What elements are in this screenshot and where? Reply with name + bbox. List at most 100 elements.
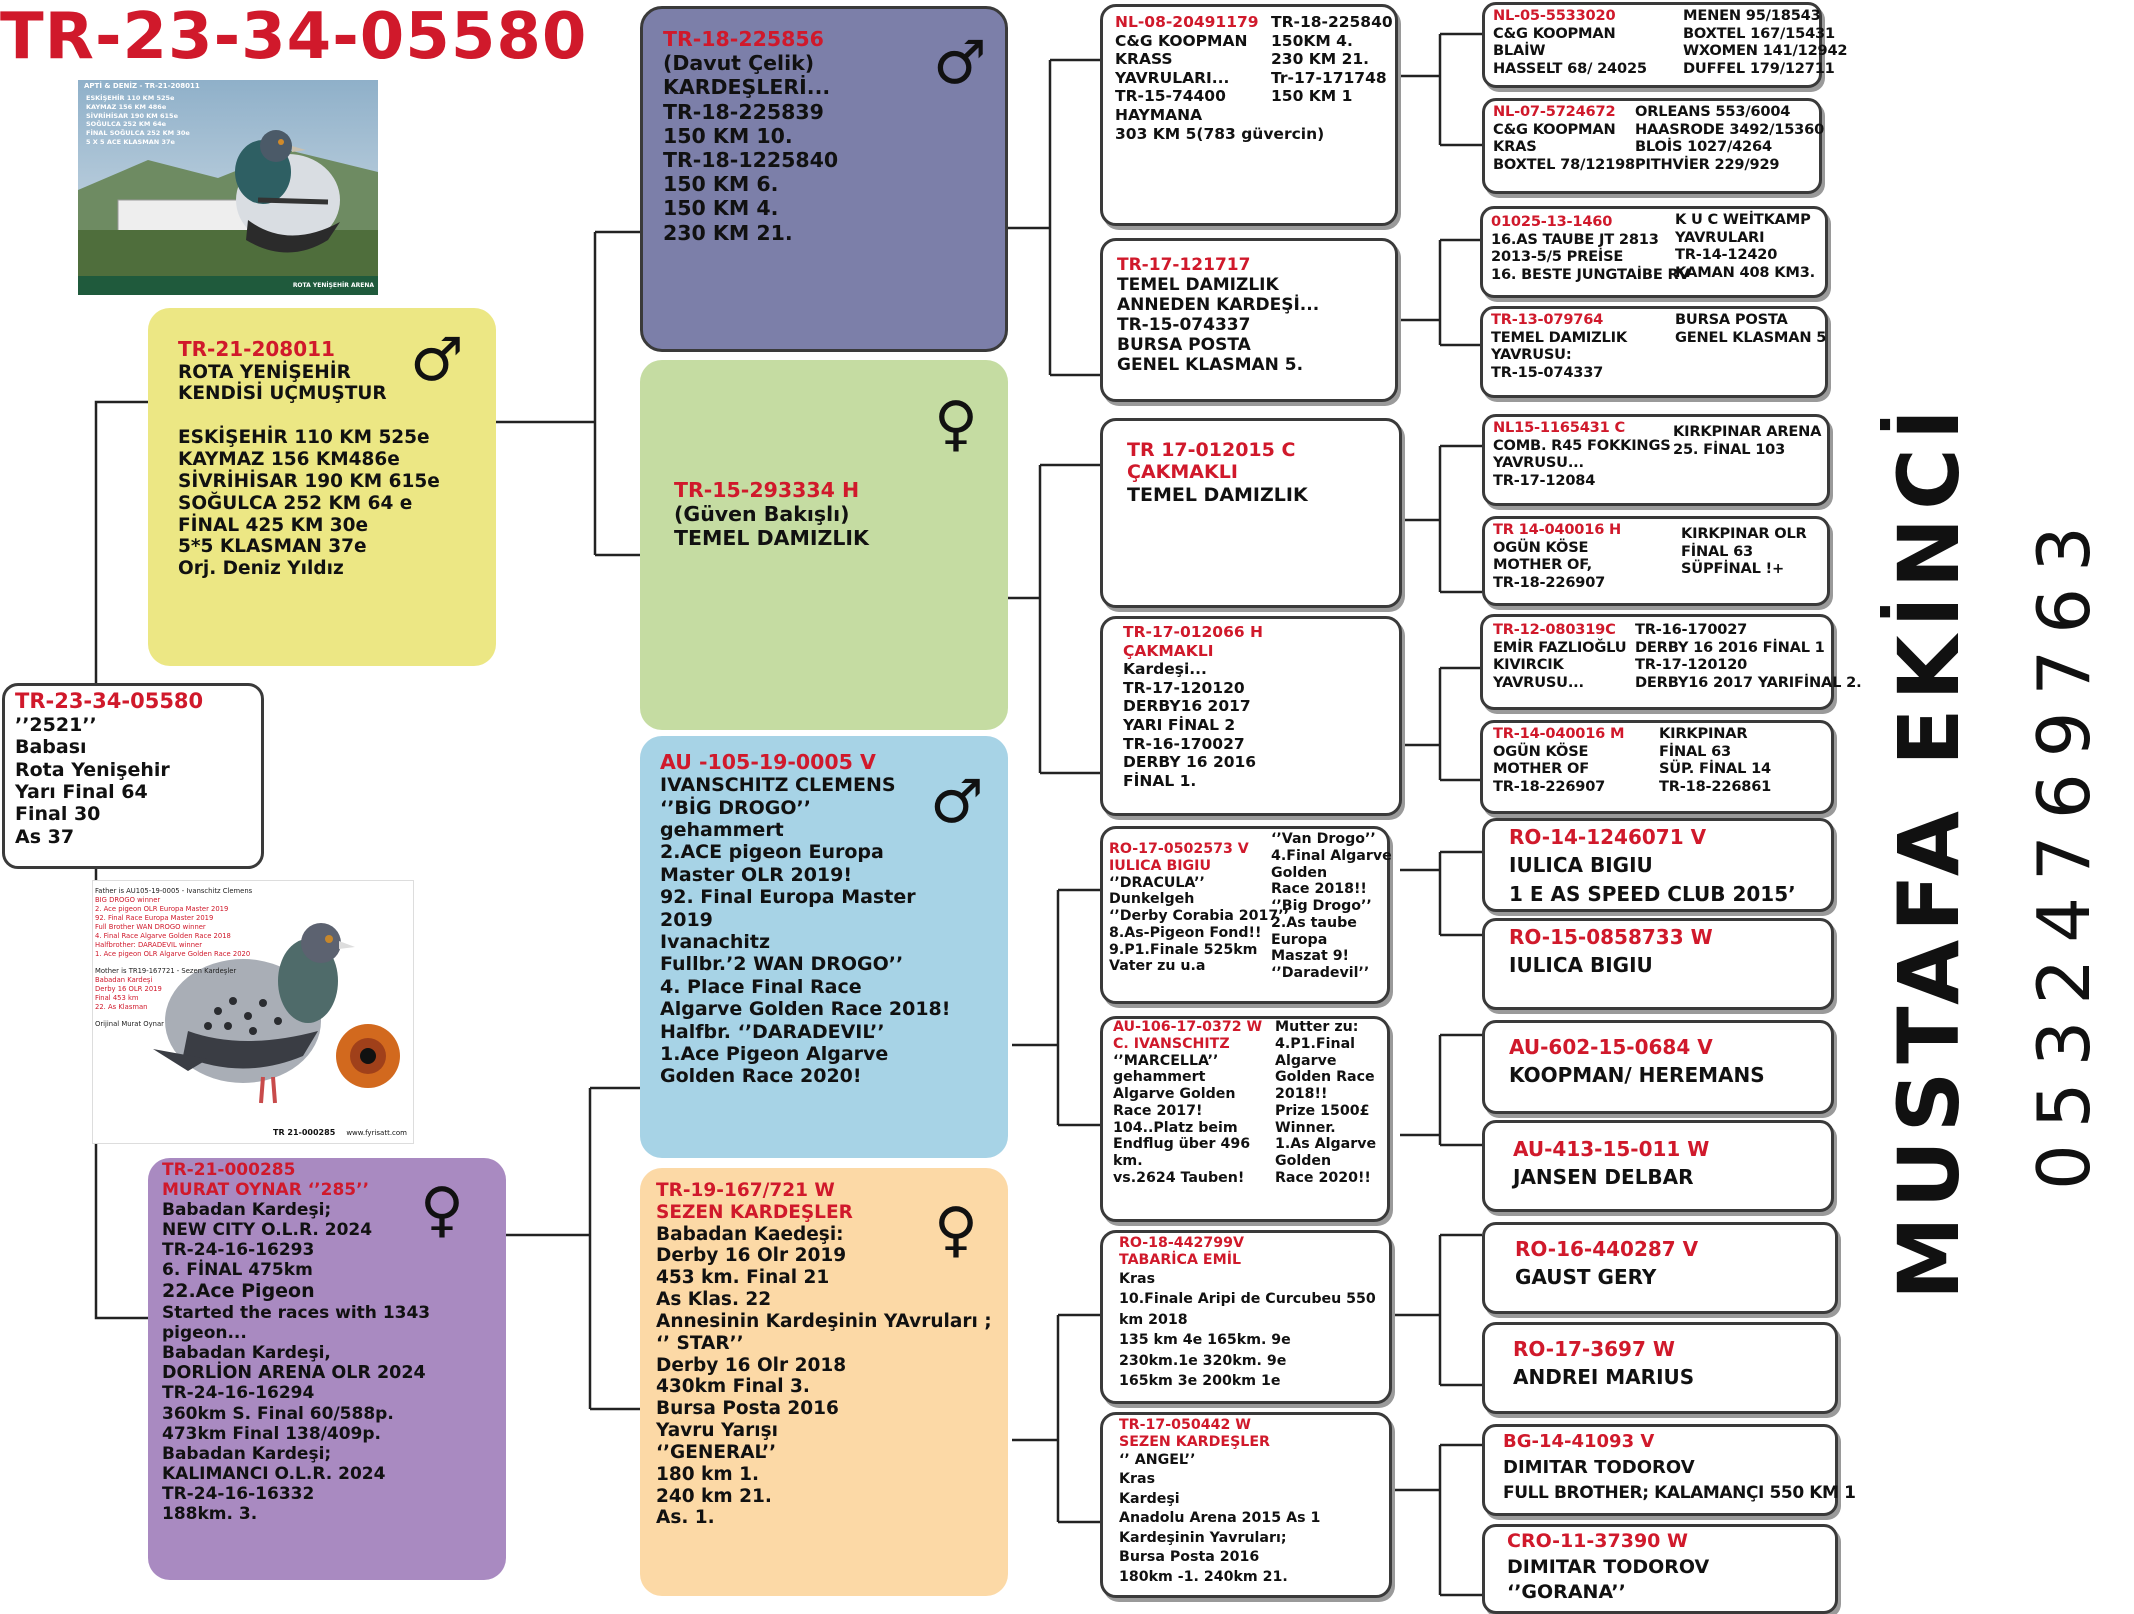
gen4-ring: TR-13-079764 <box>1491 311 1604 328</box>
gen3-line: Endflug über 496 <box>1113 1136 1251 1153</box>
gen3-ring: NL-08-20491179 <box>1115 13 1259 31</box>
sire-line: ESKİŞEHİR 110 KM 525e <box>178 427 430 449</box>
gen3-line: 165km 3e 200km 1e <box>1119 1373 1281 1390</box>
subject-box: TR-23-34-05580 ’’2521’’ Babası Rota Yeni… <box>2 683 264 869</box>
gen3-left: AU-106-17-0372 W C. IVANSCHITZ ‘’MARCELL… <box>1113 1019 1262 1187</box>
subject-line: Rota Yenişehir <box>15 758 170 781</box>
gen4-box: RO-16-440287 V GAUST GERY <box>1482 1222 1838 1314</box>
male-icon: ♂ <box>410 325 464 395</box>
gen3-line: IULICA BIGIU <box>1109 857 1211 874</box>
sire-line: Orj. Deniz Yıldız <box>178 558 344 580</box>
gen4-line: GAUST GERY <box>1515 1265 1657 1290</box>
gen3-6-connector <box>1400 1033 1482 1147</box>
gen4-ring: TR 14-040016 H <box>1493 521 1622 538</box>
photo2-line: 22. As Klasman <box>95 1002 148 1011</box>
gen3-line: DERBY 16 2016 <box>1123 753 1257 772</box>
gen3-line: TR-17-120120 <box>1123 678 1245 697</box>
gen4-line: TR-17-12084 <box>1493 471 1596 489</box>
gen2-2-connector <box>1005 463 1100 775</box>
gen3-line: Europa <box>1271 931 1328 948</box>
gen4-line: KIRKPINAR ARENA <box>1673 423 1822 440</box>
photo2-line: BIG DROGO winner <box>95 895 161 904</box>
gen4-line: 16.AS TAUBE JT 2813 <box>1491 230 1659 248</box>
gen4-line: DERBY16 2017 YARIFİNAL 2. <box>1635 673 1862 691</box>
gen3-line: 4.P1.Final <box>1275 1035 1356 1052</box>
gen4-line: ORLEANS 553/6004 <box>1635 103 1791 120</box>
gen4-line: DIMITAR TODOROV <box>1507 1555 1710 1578</box>
gen4-line: HAASRODE 3492/15360 <box>1635 120 1825 138</box>
gen4-line: 1 E AS SPEED CLUB 2015’ <box>1509 881 1796 906</box>
gen3-line: ANNEDEN KARDEŞİ... <box>1117 295 1320 316</box>
gen4-line: PITHVİER 229/929 <box>1635 155 1780 173</box>
female-icon: ♀ <box>934 1195 978 1265</box>
dam-line: KALIMANCI O.L.R. 2024 <box>162 1463 386 1484</box>
gen3-line: Tr-17-171748 <box>1271 68 1387 87</box>
photo2-site: www.fyrisatt.com <box>346 1129 407 1137</box>
gen3-line: GENEL KLASMAN 5. <box>1117 355 1304 376</box>
gen4-left: NL15-1165431 C COMB. R45 FOKKINGS YAVRUS… <box>1493 419 1671 489</box>
gen2-ring: TR-15-293334 H <box>674 478 860 502</box>
gen3-line: ÇAKMAKLI <box>1123 641 1214 660</box>
gen3-line: 150KM 4. <box>1271 31 1353 50</box>
gen2-1-connector <box>1005 58 1102 377</box>
gen2-line: As Klas. 22 <box>656 1289 772 1311</box>
grand-dam-box: ♀ TR-15-293334 H (Güven Bakışlı) TEMEL D… <box>640 360 1008 730</box>
gen3-right: Mutter zu: 4.P1.Final Algarve Golden Rac… <box>1275 1019 1376 1187</box>
gen3-line: TABARİCA EMİL <box>1119 1251 1242 1268</box>
dam-connector <box>505 1086 640 1411</box>
gen2-line: Ivanachitz <box>660 931 771 954</box>
gen3-line: Kardeşi <box>1119 1490 1180 1507</box>
gen4-line: KOOPMAN/ HEREMANS <box>1509 1063 1765 1088</box>
gen4-line: BURSA POSTA <box>1675 311 1788 328</box>
gen2-line: 1.Ace Pigeon Algarve <box>660 1043 889 1066</box>
gen4-left: TR 14-040016 H OGÜN KÖSE MOTHER OF, TR-1… <box>1493 521 1621 591</box>
gen3-line: 2018!! <box>1275 1086 1328 1102</box>
gen4-line: YAVRUSU: <box>1491 346 1572 363</box>
gen4-line: KAMAN 408 KM3. <box>1675 263 1815 281</box>
gen4-line: KIRKPINAR <box>1659 725 1748 742</box>
gen2-line: TR-18-1225840 <box>663 147 839 172</box>
gen2-line: Bursa Posta 2016 <box>656 1398 839 1420</box>
gen4-line: WXOMEN 141/12942 <box>1683 42 1848 59</box>
gen3-ring: TR-17-121717 <box>1117 255 1251 275</box>
gen3-5-connector <box>1400 850 1482 937</box>
dam-ring: TR-21-000285 <box>162 1160 296 1180</box>
gen3-line: 303 KM 5(783 güvercin) <box>1115 124 1325 143</box>
dam-line: Started the races with 1343 <box>162 1302 431 1323</box>
sire-ring: TR-21-208011 <box>178 337 335 361</box>
gen2-line: Babadan Kaedeşi: <box>656 1223 844 1245</box>
dam-line: Babadan Kardeşi, <box>162 1342 331 1363</box>
gen3-right: ‘’Van Drogo’’ 4.Final Algarve Golden Rac… <box>1271 831 1392 982</box>
subject-line: Yarı Final 64 <box>15 780 148 803</box>
gen2-line: Yavru Yarışı <box>656 1420 778 1442</box>
gen4-line: TR-18-226861 <box>1659 777 1772 795</box>
gen4-line: C&G KOOPMAN <box>1493 120 1616 138</box>
dam-line: TR-24-16-16294 <box>162 1383 315 1404</box>
gen4-ring: AU-602-15-0684 V <box>1509 1035 1713 1059</box>
gen2-line: 230 KM 21. <box>663 220 793 245</box>
gen3-line: 230 KM 21. <box>1271 50 1370 69</box>
gen4-line: SÜP. FİNAL 14 <box>1659 760 1771 777</box>
gen4-line: TR-18-226907 <box>1493 573 1606 591</box>
gen4-box: BG-14-41093 V DIMITAR TODOROV FULL BROTH… <box>1482 1424 1856 1516</box>
gen3-line: Dunkelgeh <box>1109 891 1195 908</box>
dam-line: NEW CITY O.L.R. 2024 <box>162 1220 373 1241</box>
gen2-ring: AU -105-19-0005 V <box>660 750 876 774</box>
gen4-line: YAVRUSU... <box>1493 673 1584 691</box>
grand-sire-2-box: ♂ AU -105-19-0005 V IVANSCHITZ CLEMENS ‘… <box>640 736 1008 1158</box>
sire-line: KENDİSİ UÇMUŞTUR <box>178 383 387 405</box>
photo2-line: Derby 16 OLR 2019 <box>95 984 162 993</box>
gen3-box: AU-106-17-0372 W C. IVANSCHITZ ‘’MARCELL… <box>1100 1016 1390 1222</box>
gen3-ring: RO-18-442799V <box>1119 1235 1244 1251</box>
gen3-left: NL-08-20491179 C&G KOOPMAN KRASS YAVRULA… <box>1115 13 1324 143</box>
gen4-line: MOTHER OF <box>1493 760 1589 777</box>
subject-ring: TR-23-34-05580 <box>15 689 204 713</box>
gen3-left: RO-17-0502573 V IULICA BIGIU ‘’DRACULA’’… <box>1109 841 1289 975</box>
gen4-line: EMİR FAZLIOĞLU <box>1493 638 1627 656</box>
gen2-line: Derby 16 Olr 2019 <box>656 1245 847 1267</box>
gen2-line: IVANSCHITZ CLEMENS <box>660 774 896 797</box>
sire-line: SOĞULCA 252 KM 64 e <box>178 492 413 514</box>
photo1-stat: 5 X 5 ACE KLASMAN 37e <box>86 137 175 146</box>
gen4-line: BLOİS 1027/4264 <box>1635 138 1772 155</box>
gen3-line: Golden <box>1275 1153 1332 1169</box>
